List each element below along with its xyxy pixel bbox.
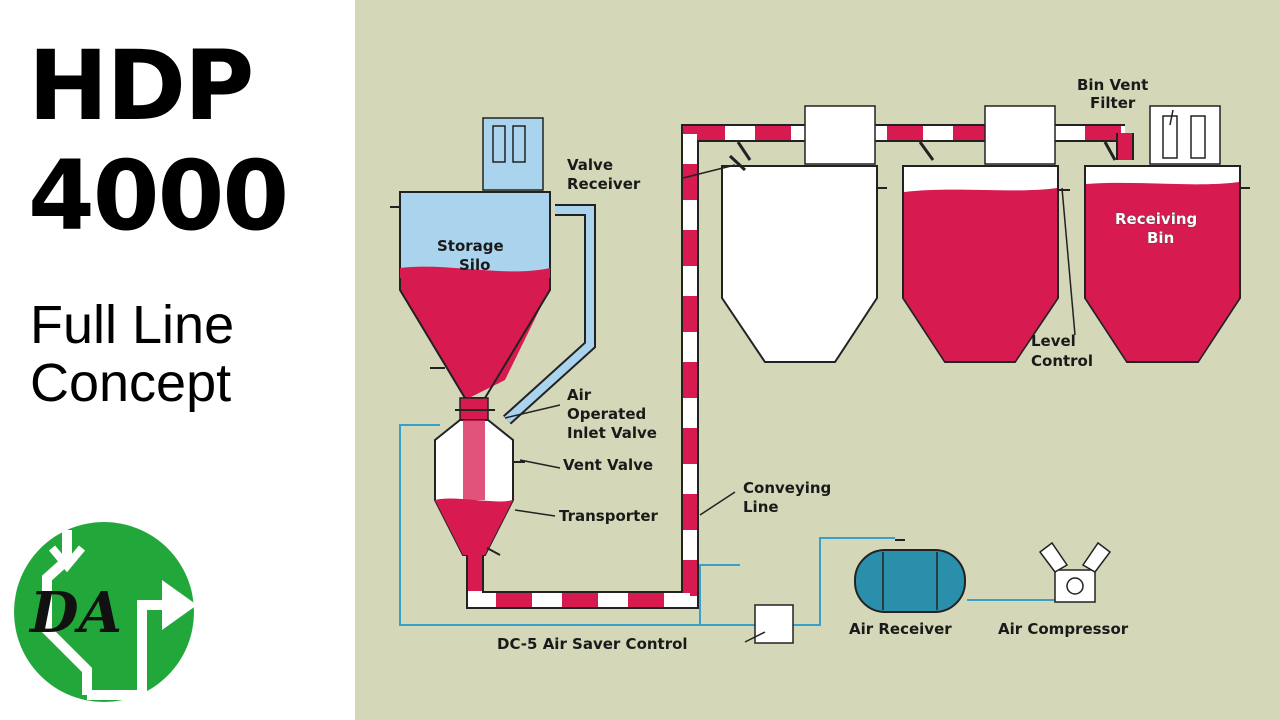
label-receiving-bin-2: Bin (1147, 229, 1174, 247)
label-air-compressor: Air Compressor (998, 620, 1129, 638)
label-transporter: Transporter (559, 507, 658, 525)
label-valve-receiver-2: Receiver (567, 175, 641, 193)
subtitle-line2: Concept (30, 353, 232, 413)
label-air-operated-2: Operated (567, 405, 646, 423)
receiving-bin-2 (902, 105, 1070, 363)
label-bin-vent-filter-2: Filter (1090, 94, 1136, 112)
subtitle-line1: Full Line (30, 295, 235, 355)
transporter-vessel (434, 397, 525, 556)
title-panel: HDP 4000 Full Line Concept DA (0, 0, 355, 720)
logo-text: DA (28, 580, 122, 646)
air-receiver-tank (854, 539, 966, 613)
company-logo: DA (14, 522, 197, 702)
label-dc5-control: DC-5 Air Saver Control (497, 635, 688, 653)
label-storage-silo-2: Silo (459, 256, 490, 274)
label-conveying-line-2: Line (743, 498, 779, 516)
label-receiving-bin-1: Receiving (1115, 210, 1197, 228)
label-vent-valve: Vent Valve (563, 456, 653, 474)
label-air-receiver: Air Receiver (849, 620, 952, 638)
label-conveying-line-1: Conveying (743, 479, 831, 497)
label-valve-receiver-1: Valve (567, 156, 613, 174)
storage-silo (390, 117, 551, 400)
product-title-line2: 4000 (28, 140, 289, 252)
product-title-line1: HDP (28, 30, 254, 142)
label-level-control-2: Control (1031, 352, 1093, 370)
label-air-operated-1: Air (567, 386, 592, 404)
receiving-bin-3 (1084, 105, 1250, 363)
receiving-bin-1 (721, 105, 887, 363)
label-air-operated-3: Inlet Valve (567, 424, 657, 442)
label-storage-silo-1: Storage (437, 237, 504, 255)
system-diagram: Storage Silo (355, 0, 1280, 720)
label-level-control-1: Level (1031, 332, 1076, 350)
label-bin-vent-filter-1: Bin Vent (1077, 76, 1148, 94)
air-compressor (1038, 541, 1112, 603)
dc5-control-box (754, 604, 794, 644)
